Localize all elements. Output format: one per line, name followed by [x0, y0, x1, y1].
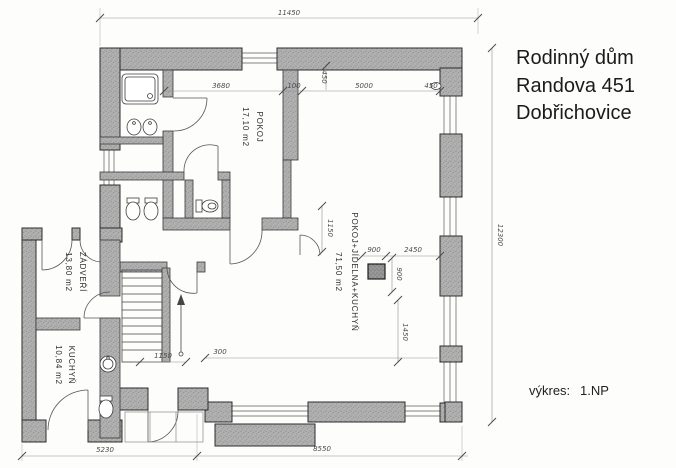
svg-text:1150: 1150 — [154, 352, 172, 360]
entry-door-1 — [41, 239, 73, 271]
svg-text:300: 300 — [213, 348, 227, 356]
svg-text:KUCHYŇ: KUCHYŇ — [67, 346, 76, 385]
dim-column-width: 900 — [367, 246, 381, 254]
drawing-label-key: výkres: — [529, 383, 570, 398]
svg-text:17,10 m2: 17,10 m2 — [241, 107, 250, 147]
dim-right: 12300 — [487, 43, 504, 427]
zadveri-door — [83, 291, 111, 319]
kuchyn-exterior-door — [47, 389, 89, 431]
dim-pokoj-width: 3680 — [212, 82, 230, 90]
svg-text:1150: 1150 — [326, 219, 334, 237]
svg-text:POKOJ: POKOJ — [255, 111, 264, 142]
dim-bottom: 5230 8550 — [17, 414, 468, 461]
windows — [103, 52, 457, 417]
wc-icon — [98, 395, 114, 419]
dim-column-to-wall: 2450 — [404, 246, 422, 254]
dim-interior-top: 3680 100 5000 450 450 — [159, 61, 445, 96]
svg-text:POKOJ+JÍDELNA+KUCHYŇ: POKOJ+JÍDELNA+KUCHYŇ — [350, 212, 359, 331]
room-labels: POKOJ 17,10 m2 POKOJ+JÍDELNA+KUCHYŇ 71,5… — [54, 107, 359, 385]
entry-door-2 — [79, 239, 101, 263]
column — [367, 263, 386, 280]
dim-overall-width: 11450 — [278, 9, 301, 17]
drawing-label: výkres: 1.NP — [529, 383, 609, 398]
hall-door — [229, 229, 263, 265]
bathroom-fixtures — [121, 73, 219, 221]
room-label-kuchyn: KUCHYŇ 10,84 m2 — [54, 345, 76, 385]
drawing-label-value: 1.NP — [580, 383, 609, 398]
toilet-icons — [125, 197, 159, 221]
vent-icon — [430, 82, 442, 90]
room-label-pokoj: POKOJ 17,10 m2 — [241, 107, 264, 147]
svg-text:71,50 m2: 71,50 m2 — [334, 252, 343, 292]
dim-column-spacing: 1450 — [401, 323, 409, 341]
dim-living-width: 5000 — [355, 82, 373, 90]
stair-direction-arrow — [177, 294, 185, 357]
sink-icon — [99, 355, 117, 373]
room-label-living: POKOJ+JÍDELNA+KUCHYŇ 71,50 m2 — [334, 212, 359, 331]
living-room-door — [299, 234, 321, 256]
title-block: Rodinný dům Randova 451 Dobřichovice — [516, 47, 635, 124]
title-line-1: Rodinný dům — [516, 47, 634, 69]
svg-text:ZÁDVEŘÍ: ZÁDVEŘÍ — [78, 252, 87, 292]
dim-bottom-right: 8550 — [313, 445, 331, 453]
dim-bottom-left: 5230 — [96, 446, 114, 454]
kitchen-fixtures — [98, 355, 117, 419]
dim-window-offset: 1150 — [317, 201, 334, 257]
washbasin-icons — [126, 118, 158, 136]
dim-right-offset: 450 — [424, 82, 438, 90]
dim-column-depth: 900 — [395, 267, 403, 281]
pokoj-door — [172, 97, 208, 132]
wc-toilet-icon — [195, 199, 219, 213]
exterior-steps — [124, 411, 316, 447]
corridor-door — [183, 144, 219, 173]
dim-overall-height: 12300 — [496, 224, 504, 247]
dim-wall-offset: 100 — [287, 82, 301, 90]
dim-column: 900 2450 900 1450 — [357, 246, 445, 367]
dim-stair: 1150 — [135, 352, 191, 367]
staircase — [121, 269, 185, 363]
dim-top: 11450 — [95, 8, 483, 46]
dim-interior-span: 300 — [200, 348, 438, 363]
dim-wall-thickness: 450 — [320, 70, 328, 84]
svg-text:10,84 m2: 10,84 m2 — [54, 345, 63, 385]
room-label-zadveri: ZÁDVEŘÍ 13,80 m2 — [64, 252, 87, 292]
dimension-lines: 11450 12300 5230 8550 3680 — [17, 8, 504, 461]
title-line-2: Randova 451 — [516, 75, 635, 97]
doors — [41, 97, 321, 443]
interior-walls — [35, 69, 299, 439]
svg-text:13,80 m2: 13,80 m2 — [64, 252, 73, 292]
stair-hall-door — [166, 266, 198, 294]
title-line-3: Dobřichovice — [516, 102, 632, 124]
shower-tub-icon — [121, 73, 159, 105]
porch-door — [147, 409, 179, 443]
